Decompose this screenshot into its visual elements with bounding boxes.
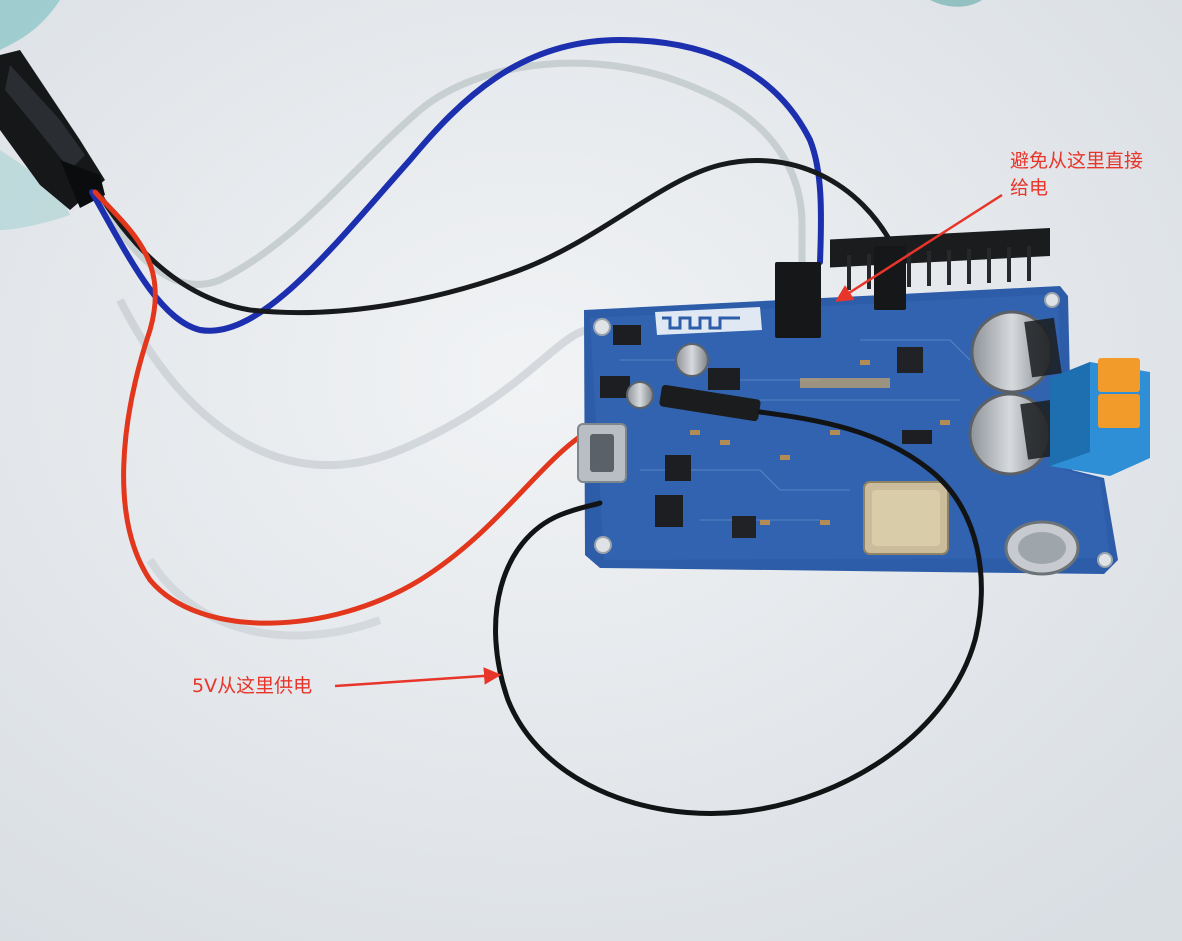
pcb-board <box>577 286 1150 576</box>
teal-cloth-right <box>930 0 982 7</box>
dupont-sleeve <box>659 384 761 422</box>
teal-cloth-left-lower <box>0 150 70 230</box>
dupont-connector-left <box>775 262 821 338</box>
wire-shadow <box>116 298 591 470</box>
arrow-top <box>835 193 1003 302</box>
arrow-bottom <box>334 667 502 688</box>
teal-cloth-left <box>0 0 60 50</box>
annotation-avoid-power-line2: 给电 <box>1010 177 1049 199</box>
capacitor-upper <box>970 310 1062 394</box>
terminal-block <box>1050 358 1150 476</box>
annotation-avoid-power-line1: 避免从这里直接 <box>1010 150 1144 172</box>
dupont-connector-right <box>874 246 906 310</box>
gray-wire <box>91 59 806 288</box>
black-wire-loop <box>493 409 984 816</box>
annotation-avoid-power: 避免从这里直接 给电 <box>1010 148 1143 202</box>
blue-wire <box>89 36 824 334</box>
wire-shadow-2 <box>146 557 382 640</box>
annotation-5v-supply: 5V从这里供电 <box>192 675 313 697</box>
red-wire <box>92 189 665 626</box>
black-wire-top <box>95 158 898 316</box>
